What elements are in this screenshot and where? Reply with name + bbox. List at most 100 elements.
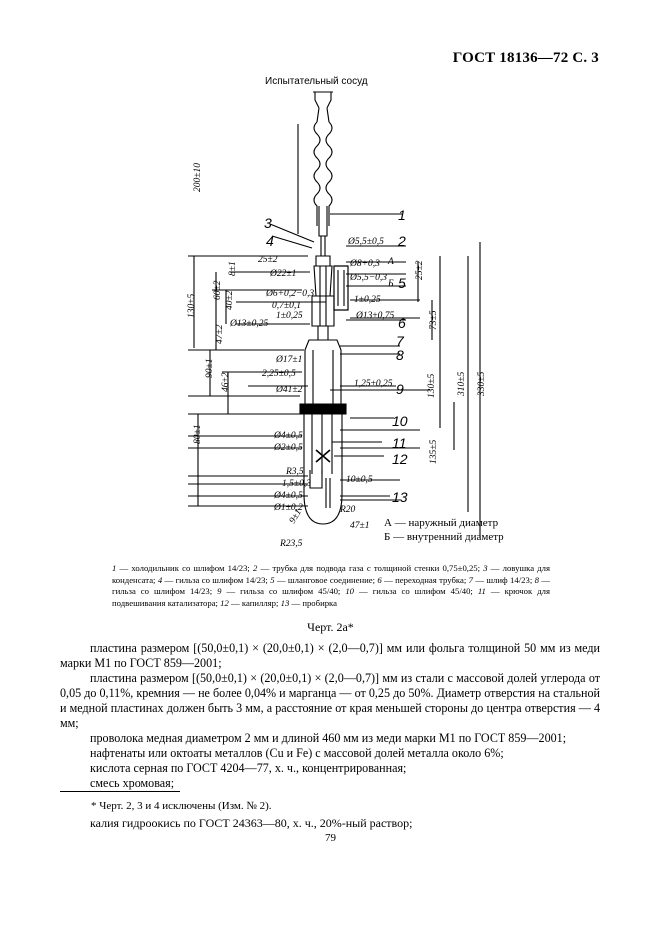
dim-47: 47±2 [215, 324, 225, 344]
dim-d4b: Ø4±0,5 [273, 491, 303, 501]
caption-item: 11 — крючок для подвешивания катализатор… [112, 586, 550, 608]
dim-90: 90±1 [205, 359, 215, 378]
caption-item: 4 — гильза со шлифом 14/23; [157, 574, 271, 585]
dim-46: 46±2 [221, 372, 231, 392]
label-a: A [387, 257, 394, 267]
dim-d13: Ø13±0,25 [229, 319, 268, 329]
dim-200: 200±10 [193, 163, 203, 192]
caption-item-number: 6 [377, 574, 382, 585]
paragraph: нафтенаты или октоаты металлов (Cu и Fe)… [90, 746, 504, 760]
caption-item: 9 — гильза со шлифом 45/40; [217, 586, 346, 597]
dim-135: 135±5 [429, 440, 439, 464]
dim-47b: 47±1 [350, 521, 369, 531]
legend-a: А — наружный диаметр [384, 517, 499, 529]
dim-310: 310±5 [457, 372, 467, 397]
caption-item-number: 3 [483, 563, 488, 573]
dim-330: 330±5 [477, 372, 487, 397]
dim-r20: R20 [339, 505, 356, 515]
part-12: 12 [392, 451, 408, 467]
dim-40: 40±2 [225, 290, 235, 310]
caption-item-number: 8 [534, 574, 539, 585]
caption-item: 12 — капилляр; [220, 597, 281, 608]
figure-title: Испытательный сосуд [265, 76, 368, 87]
figure-legend: А — наружный диаметр Б — внутренний диам… [384, 517, 504, 544]
part-8: 8 [396, 347, 404, 363]
dim-d1: Ø1±0,2 [273, 503, 303, 513]
dim-130r: 130±5 [427, 374, 437, 398]
label-b: Б [387, 279, 394, 289]
body-continuation: калия гидроокись по ГОСТ 24363—80, х. ч.… [90, 816, 413, 830]
dim-130: 130±5 [187, 294, 197, 318]
caption-item-number: 1 [112, 563, 117, 573]
figure-caption: 1 — холодильник со шлифом 14/23; 2 — тру… [112, 563, 550, 609]
part-4: 4 [266, 233, 274, 249]
paragraph: смесь хромовая; [90, 776, 175, 790]
dim-1r: 1±0,25 [354, 295, 381, 305]
dim-d17: Ø17±1 [275, 355, 302, 365]
dim-07: 0,7±0,1 [272, 301, 301, 311]
paragraph: проволока медная диаметром 2 мм и длиной… [90, 731, 567, 745]
part-2: 2 [397, 233, 406, 249]
caption-item-number: 2 [253, 563, 258, 573]
part-6: 6 [398, 315, 406, 331]
caption-item: 2 — трубка для подвода газа с толщиной с… [253, 563, 484, 573]
dim-d6: Ø6+0,2−0,3 [265, 289, 314, 299]
legend-b: Б — внутренний диаметр [384, 530, 504, 543]
part-11: 11 [392, 435, 407, 451]
dim-125: 1,25±0,25 [354, 379, 393, 389]
paragraph: кислота серная по ГОСТ 4204—77, х. ч., к… [90, 761, 407, 775]
page-number: 79 [325, 832, 336, 844]
paragraph: пластина размером [(50,0±0,1) × (20,0±0,… [60, 671, 600, 730]
dim-d55: Ø5,5±0,5 [347, 237, 384, 247]
part-5: 5 [398, 275, 406, 291]
part-7: 7 [396, 333, 405, 349]
caption-item-number: 13 [280, 597, 290, 608]
part-13: 13 [392, 489, 408, 505]
dim-80: 80±1 [193, 425, 203, 444]
dim-d41: Ø41±2 [275, 385, 303, 395]
caption-item: 1 — холодильник со шлифом 14/23; [112, 563, 254, 573]
footnote: * Черт. 2, 3 и 4 исключены (Изм. № 2). [91, 800, 272, 812]
dim-r235: R23,5 [279, 539, 303, 549]
part-1: 1 [398, 207, 406, 223]
dim-25r: 25±2 [415, 260, 425, 280]
caption-item-number: 12 [220, 597, 229, 608]
dim-15: 1,5±0,3 [282, 479, 311, 489]
caption-item: 3 — ловушка для конденсата; [112, 563, 550, 585]
caption-item: 6 — переходная трубка; [377, 574, 469, 585]
dim-d22: Ø22±1 [269, 269, 296, 279]
part-9: 9 [396, 381, 404, 397]
dim-225: 2,25±0,5 [262, 369, 296, 379]
dim-10: 10±0,5 [346, 475, 373, 485]
dim-25: 25±2 [258, 255, 278, 265]
caption-item-number: 9 [217, 586, 222, 597]
caption-item: 5 — шланговое соединение; [270, 574, 378, 585]
page-header: ГОСТ 18136—72 С. 3 [452, 50, 599, 66]
figure-number: Черт. 2а* [307, 620, 354, 634]
part-10: 10 [392, 413, 408, 429]
caption-item: 8 — гильза со шлифом 14/23; [112, 574, 550, 597]
caption-item-number: 7 [468, 574, 473, 585]
caption-item: 7 — шлиф 14/23; [468, 574, 535, 585]
dim-d55b: Ø5,5−0,3 [349, 273, 387, 283]
caption-item: 10 — гильза со шлифом 45/40; [345, 586, 478, 597]
footnote-rule [60, 791, 180, 792]
paragraph: пластина размером [(50,0±0,1) × (20,0±0,… [60, 641, 600, 670]
dim-1: 1±0,25 [276, 311, 303, 321]
dim-d13r: Ø13±0,75 [355, 311, 394, 321]
caption-item-number: 10 [345, 586, 355, 597]
dim-d4: Ø4±0,5 [273, 431, 303, 441]
apparatus-drawing: 200±10 25±2 8±1 Ø22±1 Ø6+0,2−0,3 40±2 60… [187, 91, 487, 549]
dim-73: 73±5 [429, 310, 439, 330]
dim-8: 8±1 [228, 261, 238, 276]
dim-d2: Ø2±0,5 [273, 443, 303, 453]
part-3: 3 [264, 215, 272, 231]
dim-d8: Ø8+0,3 [349, 259, 380, 269]
caption-item-number: 11 [477, 586, 486, 597]
caption-item-number: 4 [157, 574, 163, 585]
caption-item-number: 5 [270, 574, 275, 585]
body-text: пластина размером [(50,0±0,1) × (20,0±0,… [60, 641, 600, 791]
dim-60: 60±2 [213, 280, 223, 300]
caption-item: 13 — пробирка [280, 597, 338, 608]
dim-r35: R3,5 [285, 467, 304, 477]
